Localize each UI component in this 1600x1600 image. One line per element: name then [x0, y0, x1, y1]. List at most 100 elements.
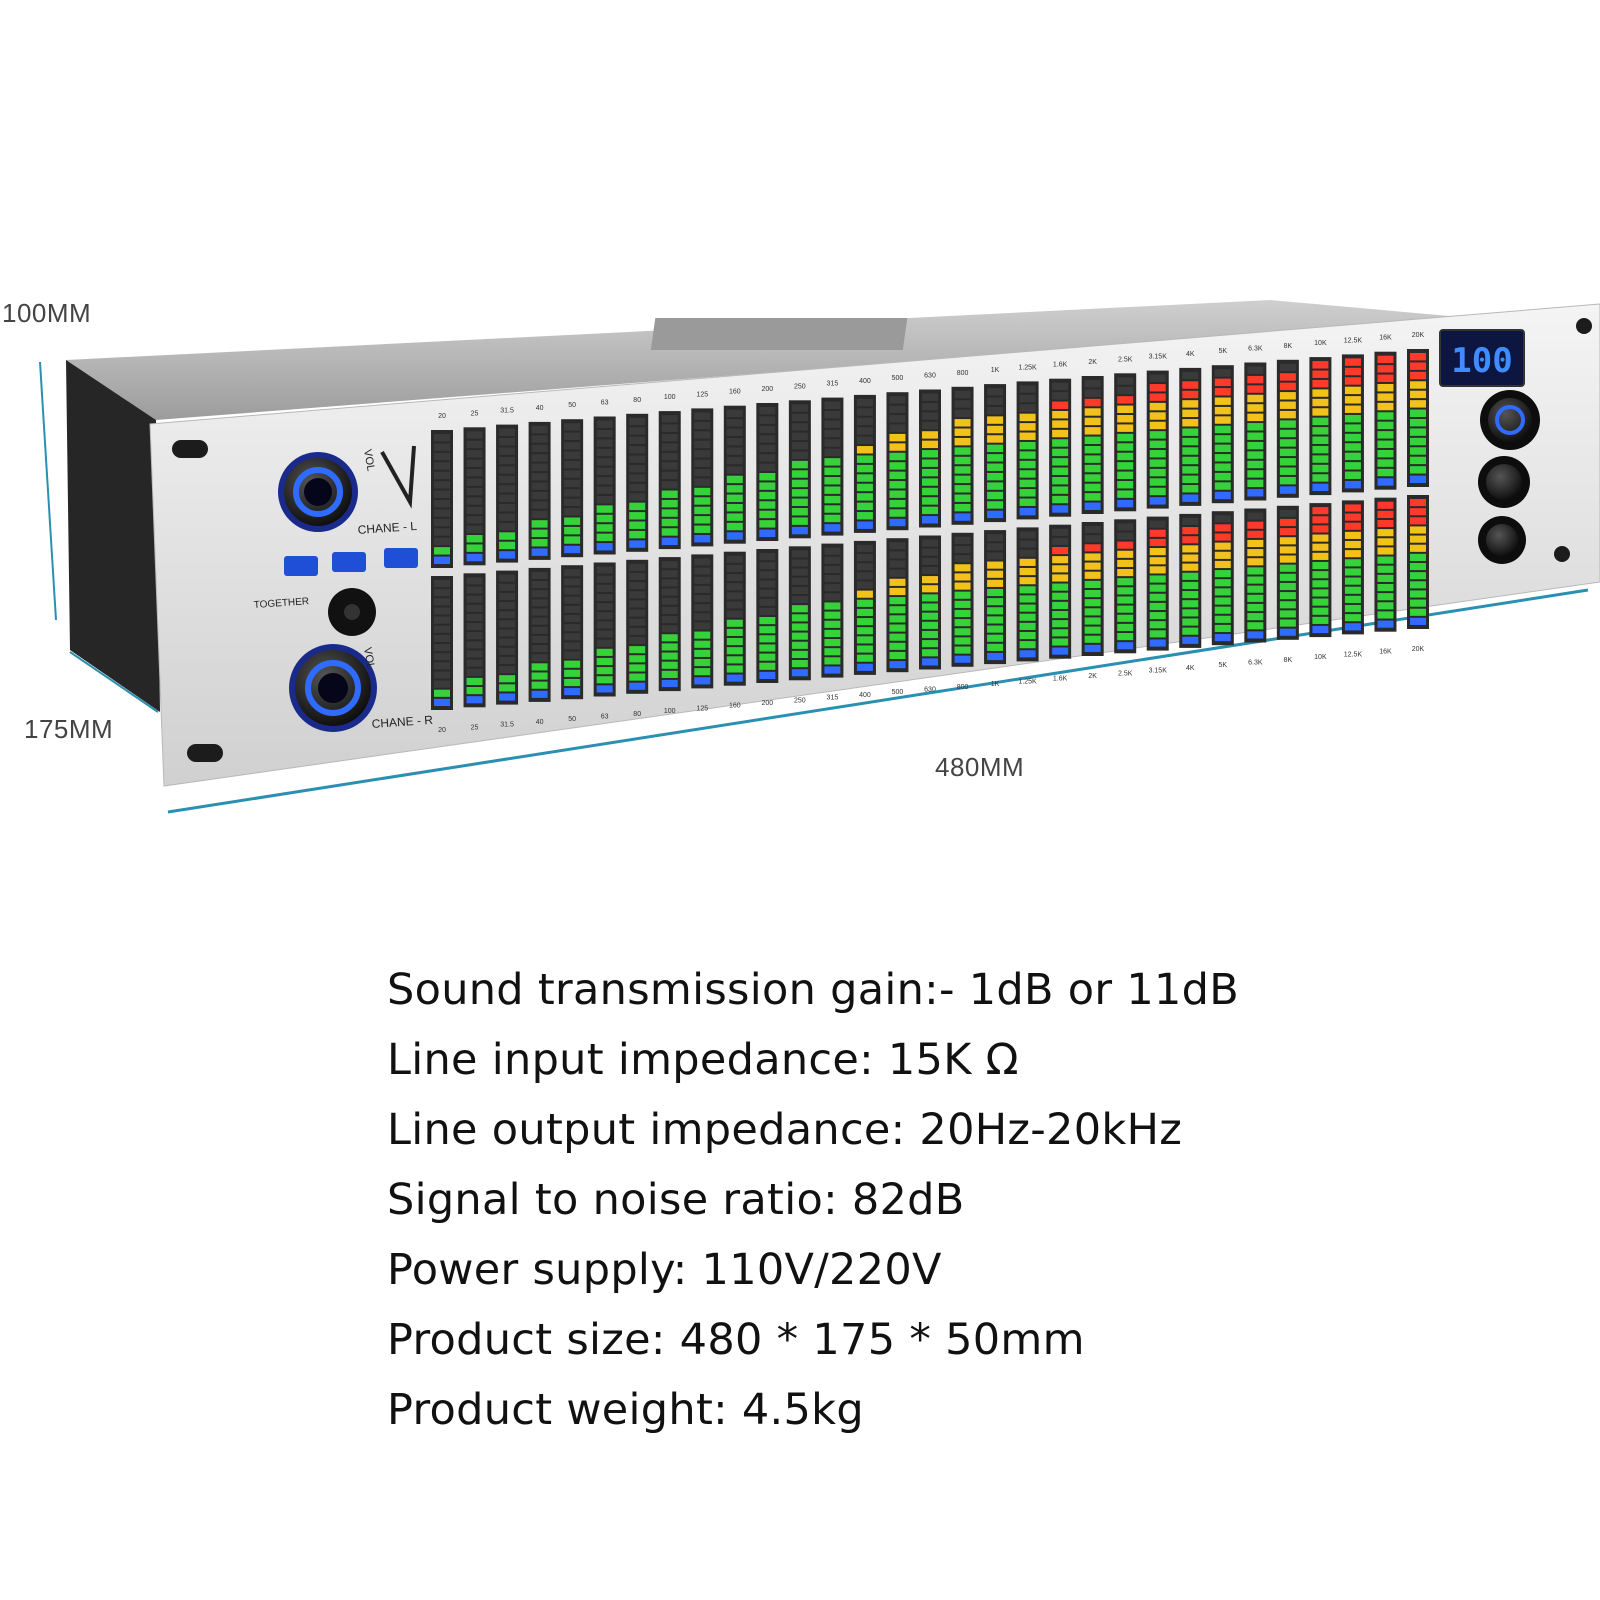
meter-lower-segment: [661, 643, 678, 651]
band-label-bottom: 25: [471, 724, 479, 731]
meter-upper-segment: [987, 454, 1004, 462]
meter-lower-segment: [564, 596, 581, 604]
meter-lower-segment: [759, 626, 776, 634]
meter-upper-segment: [824, 477, 841, 485]
meter-upper-segment: [759, 482, 776, 490]
meter-upper-segment: [1247, 366, 1264, 374]
meter-upper-segment: [466, 525, 483, 534]
meter-lower-segment: [1019, 595, 1036, 603]
meter-lower-segment: [466, 577, 483, 585]
meter-upper-segment: [1214, 369, 1231, 377]
meter-upper-segment: [499, 513, 516, 521]
meter-upper-segment: [564, 479, 581, 488]
meter-upper-segment: [1344, 414, 1361, 423]
meter-upper-segment: [694, 431, 711, 439]
meter-lower-segment: [1247, 539, 1264, 548]
meter-lower-segment: [1214, 524, 1231, 532]
meter-upper-segment: [694, 412, 711, 420]
digital-display: 100: [1439, 329, 1525, 387]
meter-lower-segment: [856, 554, 873, 562]
meter-lower-segment: [824, 666, 841, 674]
mode-button-3[interactable]: [384, 548, 418, 568]
meter-upper-segment: [889, 499, 906, 508]
meter-upper-segment: [759, 435, 776, 443]
meter-upper-segment: [564, 526, 581, 535]
meter-upper-segment: [1247, 470, 1264, 478]
meter-lower-segment: [987, 534, 1004, 542]
meter-upper-segment: [889, 433, 906, 442]
meter-upper-segment: [922, 506, 938, 515]
meter-lower-segment: [954, 646, 971, 654]
control-knob-1[interactable]: [1480, 390, 1540, 450]
meter-upper-segment: [1182, 409, 1199, 418]
meter-lower-segment: [466, 595, 483, 603]
meter-lower-segment: [1182, 581, 1199, 590]
meter-lower-segment: [499, 656, 516, 665]
meter-upper-segment: [987, 472, 1004, 481]
meter-lower-segment: [1182, 527, 1199, 535]
band-label-top: 400: [859, 378, 871, 385]
meter-upper-segment: [1410, 456, 1426, 465]
meter-upper-segment: [466, 544, 483, 552]
mode-button-1[interactable]: [284, 556, 318, 576]
meter-upper-segment: [759, 491, 776, 500]
meter-upper-segment: [564, 498, 581, 507]
meter-upper-segment: [1344, 377, 1361, 385]
meter-upper-segment: [856, 483, 873, 492]
meter-upper-segment: [1279, 392, 1296, 400]
meter-upper-segment: [922, 393, 938, 401]
meter-lower-segment: [1052, 620, 1069, 628]
meter-upper-segment: [856, 455, 873, 463]
meter-lower-segment: [661, 615, 678, 624]
meter-upper-segment: [726, 456, 743, 465]
meter-upper-segment: [1019, 432, 1036, 440]
meter-upper-segment: [1344, 471, 1361, 479]
meter-upper-segment: [661, 537, 678, 546]
meter-lower-segment: [564, 688, 581, 696]
meter-upper-segment: [1117, 471, 1134, 480]
meter-upper-segment: [1247, 451, 1264, 459]
meter-upper-segment: [1214, 435, 1231, 443]
meter-upper-segment: [661, 424, 678, 432]
meter-upper-segment: [889, 462, 906, 470]
together-knob[interactable]: [328, 588, 376, 636]
meter-lower-segment: [434, 589, 450, 597]
meter-upper-segment: [629, 512, 646, 520]
meter-lower-segment: [856, 618, 873, 626]
meter-lower-segment: [531, 635, 548, 644]
meter-upper-segment: [987, 444, 1004, 453]
meter-lower-segment: [791, 568, 808, 576]
meter-upper-segment: [1247, 385, 1264, 393]
meter-lower-segment: [1117, 587, 1134, 595]
meter-lower-segment: [922, 658, 938, 666]
meter-lower-segment: [1117, 642, 1134, 650]
spec-output-impedance: Line output impedance: 20Hz-20kHz: [387, 1105, 1183, 1155]
mode-button-2[interactable]: [332, 552, 366, 572]
meter-lower-segment: [954, 564, 971, 572]
meter-upper-segment: [1182, 390, 1199, 399]
meter-lower-segment: [1410, 553, 1426, 561]
meter-lower-segment: [1247, 594, 1264, 602]
meter-lower-segment: [694, 567, 711, 575]
meter-upper-segment: [596, 533, 613, 542]
meter-upper-segment: [629, 502, 646, 511]
meter-upper-segment: [726, 494, 743, 502]
meter-upper-segment: [1344, 433, 1361, 442]
meter-lower-segment: [564, 624, 581, 632]
meter-upper-segment: [726, 475, 743, 484]
meter-upper-segment: [1279, 363, 1296, 372]
control-knob-3[interactable]: [1478, 516, 1526, 564]
volume-knob-right[interactable]: [289, 644, 377, 732]
volume-knob-left[interactable]: [278, 452, 358, 532]
meter-upper-segment: [1182, 371, 1199, 380]
meter-lower-segment: [1182, 600, 1199, 608]
meter-lower-segment: [629, 572, 646, 581]
meter-upper-segment: [499, 466, 516, 474]
control-knob-2[interactable]: [1478, 456, 1530, 508]
meter-lower-segment: [1410, 526, 1426, 534]
meter-lower-segment: [1117, 550, 1134, 558]
meter-upper-segment: [466, 440, 483, 449]
meter-upper-segment: [889, 405, 906, 414]
meter-lower-segment: [1279, 592, 1296, 600]
meter-lower-segment: [1182, 517, 1199, 526]
